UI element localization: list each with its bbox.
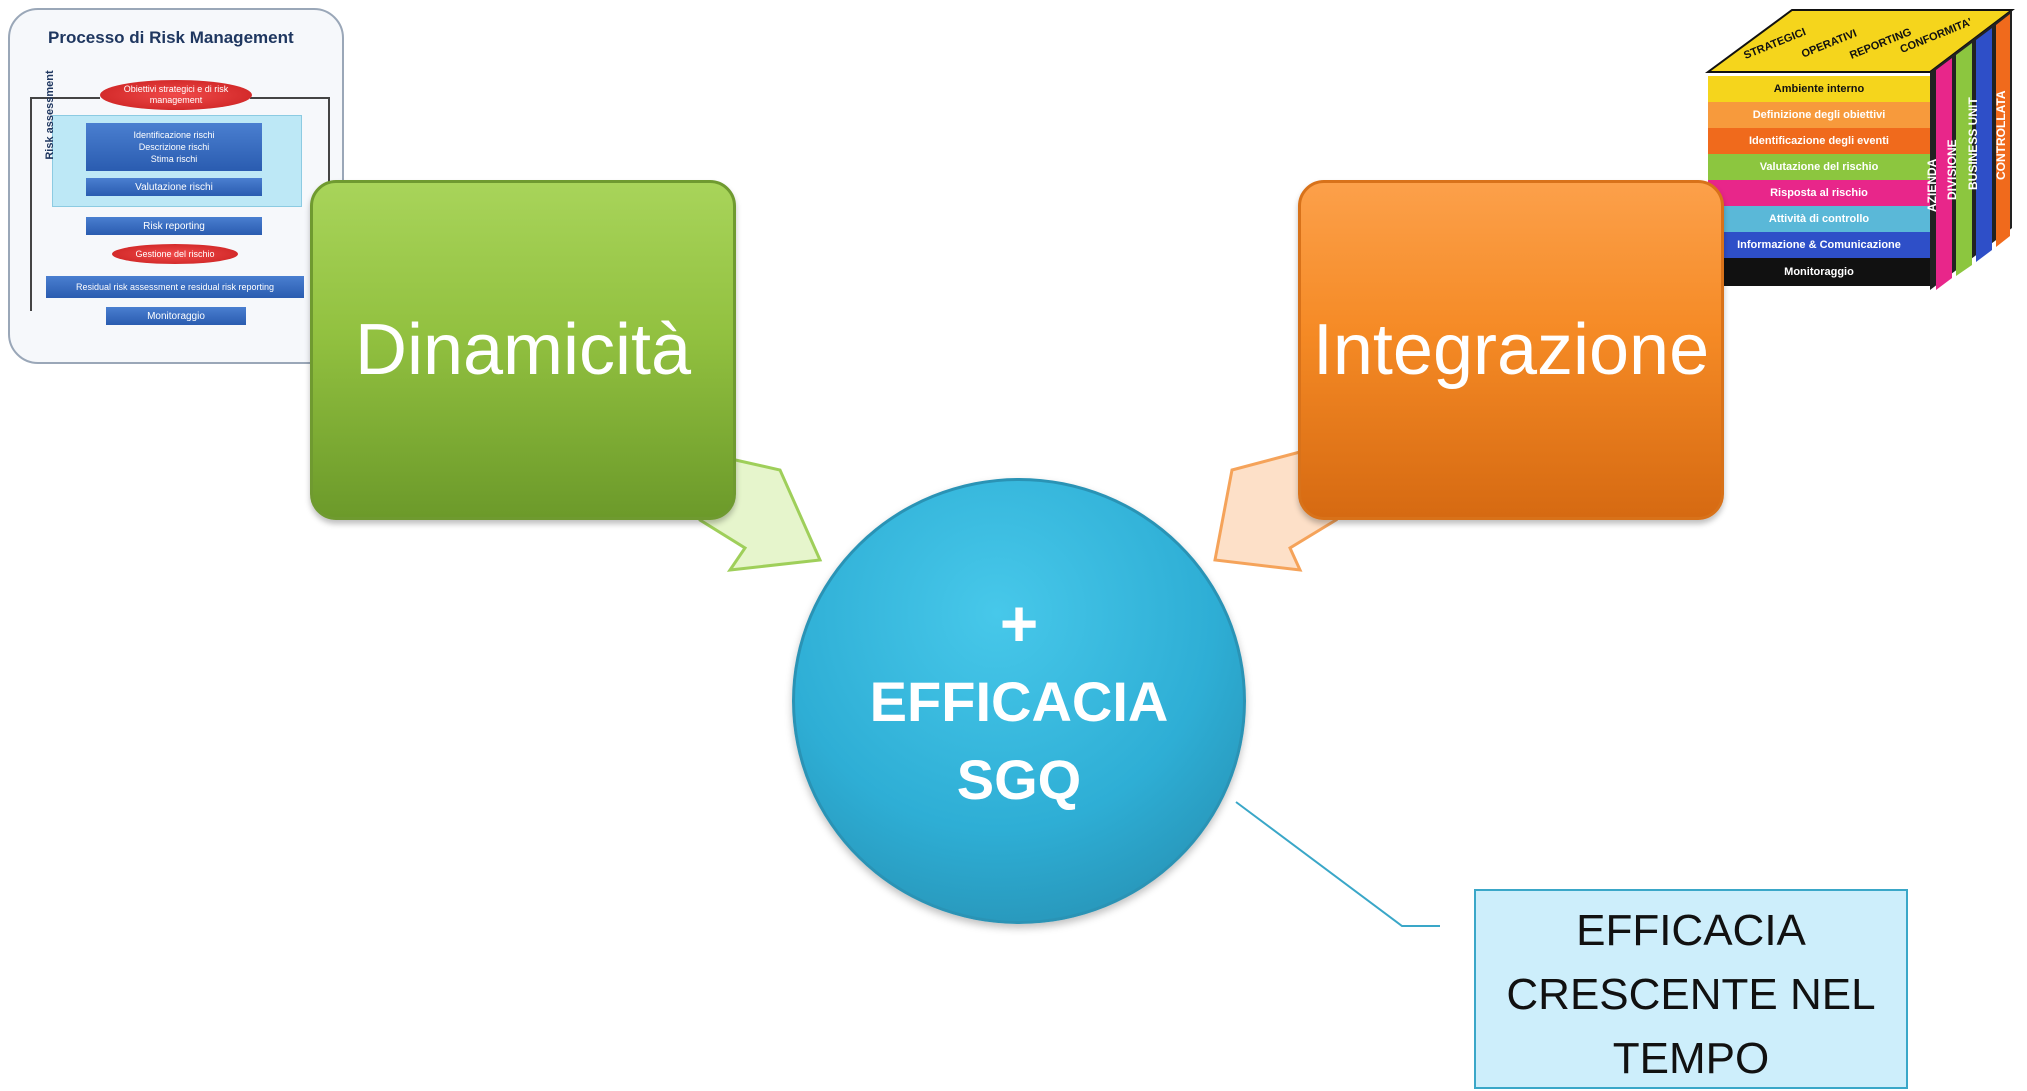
coso-row-control-activities: Attività di controllo (1708, 206, 1930, 232)
identification-block: Identificazione rischi Descrizione risch… (86, 123, 262, 171)
coso-side-subsidiary: CONTROLLATA (1994, 90, 2008, 180)
feedback-line-top-left (30, 97, 100, 99)
coso-row-internal-env: Ambiente interno (1708, 76, 1930, 102)
coso-side-company: AZIENDA (1925, 158, 1939, 212)
efficacy-label: EFFICACIA (869, 670, 1169, 733)
coso-side-division: DIVISIONE (1945, 139, 1959, 200)
monitoring-bar: Monitoraggio (106, 307, 246, 325)
callout-line1: EFFICACIA (1576, 906, 1806, 955)
objectives-node: Obiettivi strategici e di risk managemen… (100, 80, 252, 110)
integration-box: Integrazione (1298, 180, 1724, 520)
monitoring-label: Monitoraggio (147, 310, 205, 322)
dynamicity-label: Dinamicità (354, 310, 692, 390)
coso-row-risk-assessment: Valutazione del rischio (1708, 154, 1930, 180)
plus-sign: + (999, 586, 1039, 660)
integration-label: Integrazione (1312, 310, 1710, 390)
evaluation-bar: Valutazione rischi (86, 178, 262, 196)
identification-label: Identificazione rischi (133, 130, 215, 140)
callout-line3: TEMPO (1612, 1034, 1770, 1083)
coso-side-business-unit: BUSINESS UNIT (1966, 97, 1980, 190)
risk-assessment-label: Risk assessment (44, 70, 56, 160)
management-node: Gestione del rischio (112, 244, 238, 264)
callout-box: EFFICACIA CRESCENTE NEL TEMPO (1474, 889, 1908, 1089)
feedback-line-left (30, 97, 32, 311)
residual-label: Residual risk assessment e residual risk… (75, 282, 275, 292)
evaluation-label: Valutazione rischi (135, 181, 213, 193)
management-label: Gestione del rischio (135, 248, 215, 259)
coso-row-risk-response: Risposta al rischio (1708, 180, 1930, 206)
residual-bar: Residual risk assessment e residual risk… (46, 276, 304, 298)
feedback-line-top-right (250, 97, 330, 99)
sgq-label: SGQ (956, 748, 1082, 811)
coso-cube-shape (1704, 9, 2015, 290)
callout-connector (1235, 801, 1440, 927)
description-label: Descrizione rischi (138, 142, 210, 152)
objectives-label: Obiettivi strategici e di risk managemen… (123, 84, 229, 105)
efficacy-circle: + EFFICACIA SGQ (792, 478, 1246, 924)
coso-row-objectives: Definizione degli obiettivi (1708, 102, 1930, 128)
estimate-label: Stima rischi (150, 154, 198, 164)
reporting-bar: Risk reporting (86, 217, 262, 235)
reporting-label: Risk reporting (143, 220, 205, 232)
callout-line2: CRESCENTE NEL (1506, 970, 1876, 1019)
dynamicity-box: Dinamicità (310, 180, 736, 520)
coso-row-monitoring: Monitoraggio (1708, 258, 1930, 286)
coso-row-information: Informazione & Comunicazione (1708, 232, 1930, 258)
risk-process-title: Processo di Risk Management (48, 28, 294, 47)
coso-row-event-id: Identificazione degli eventi (1708, 128, 1930, 154)
